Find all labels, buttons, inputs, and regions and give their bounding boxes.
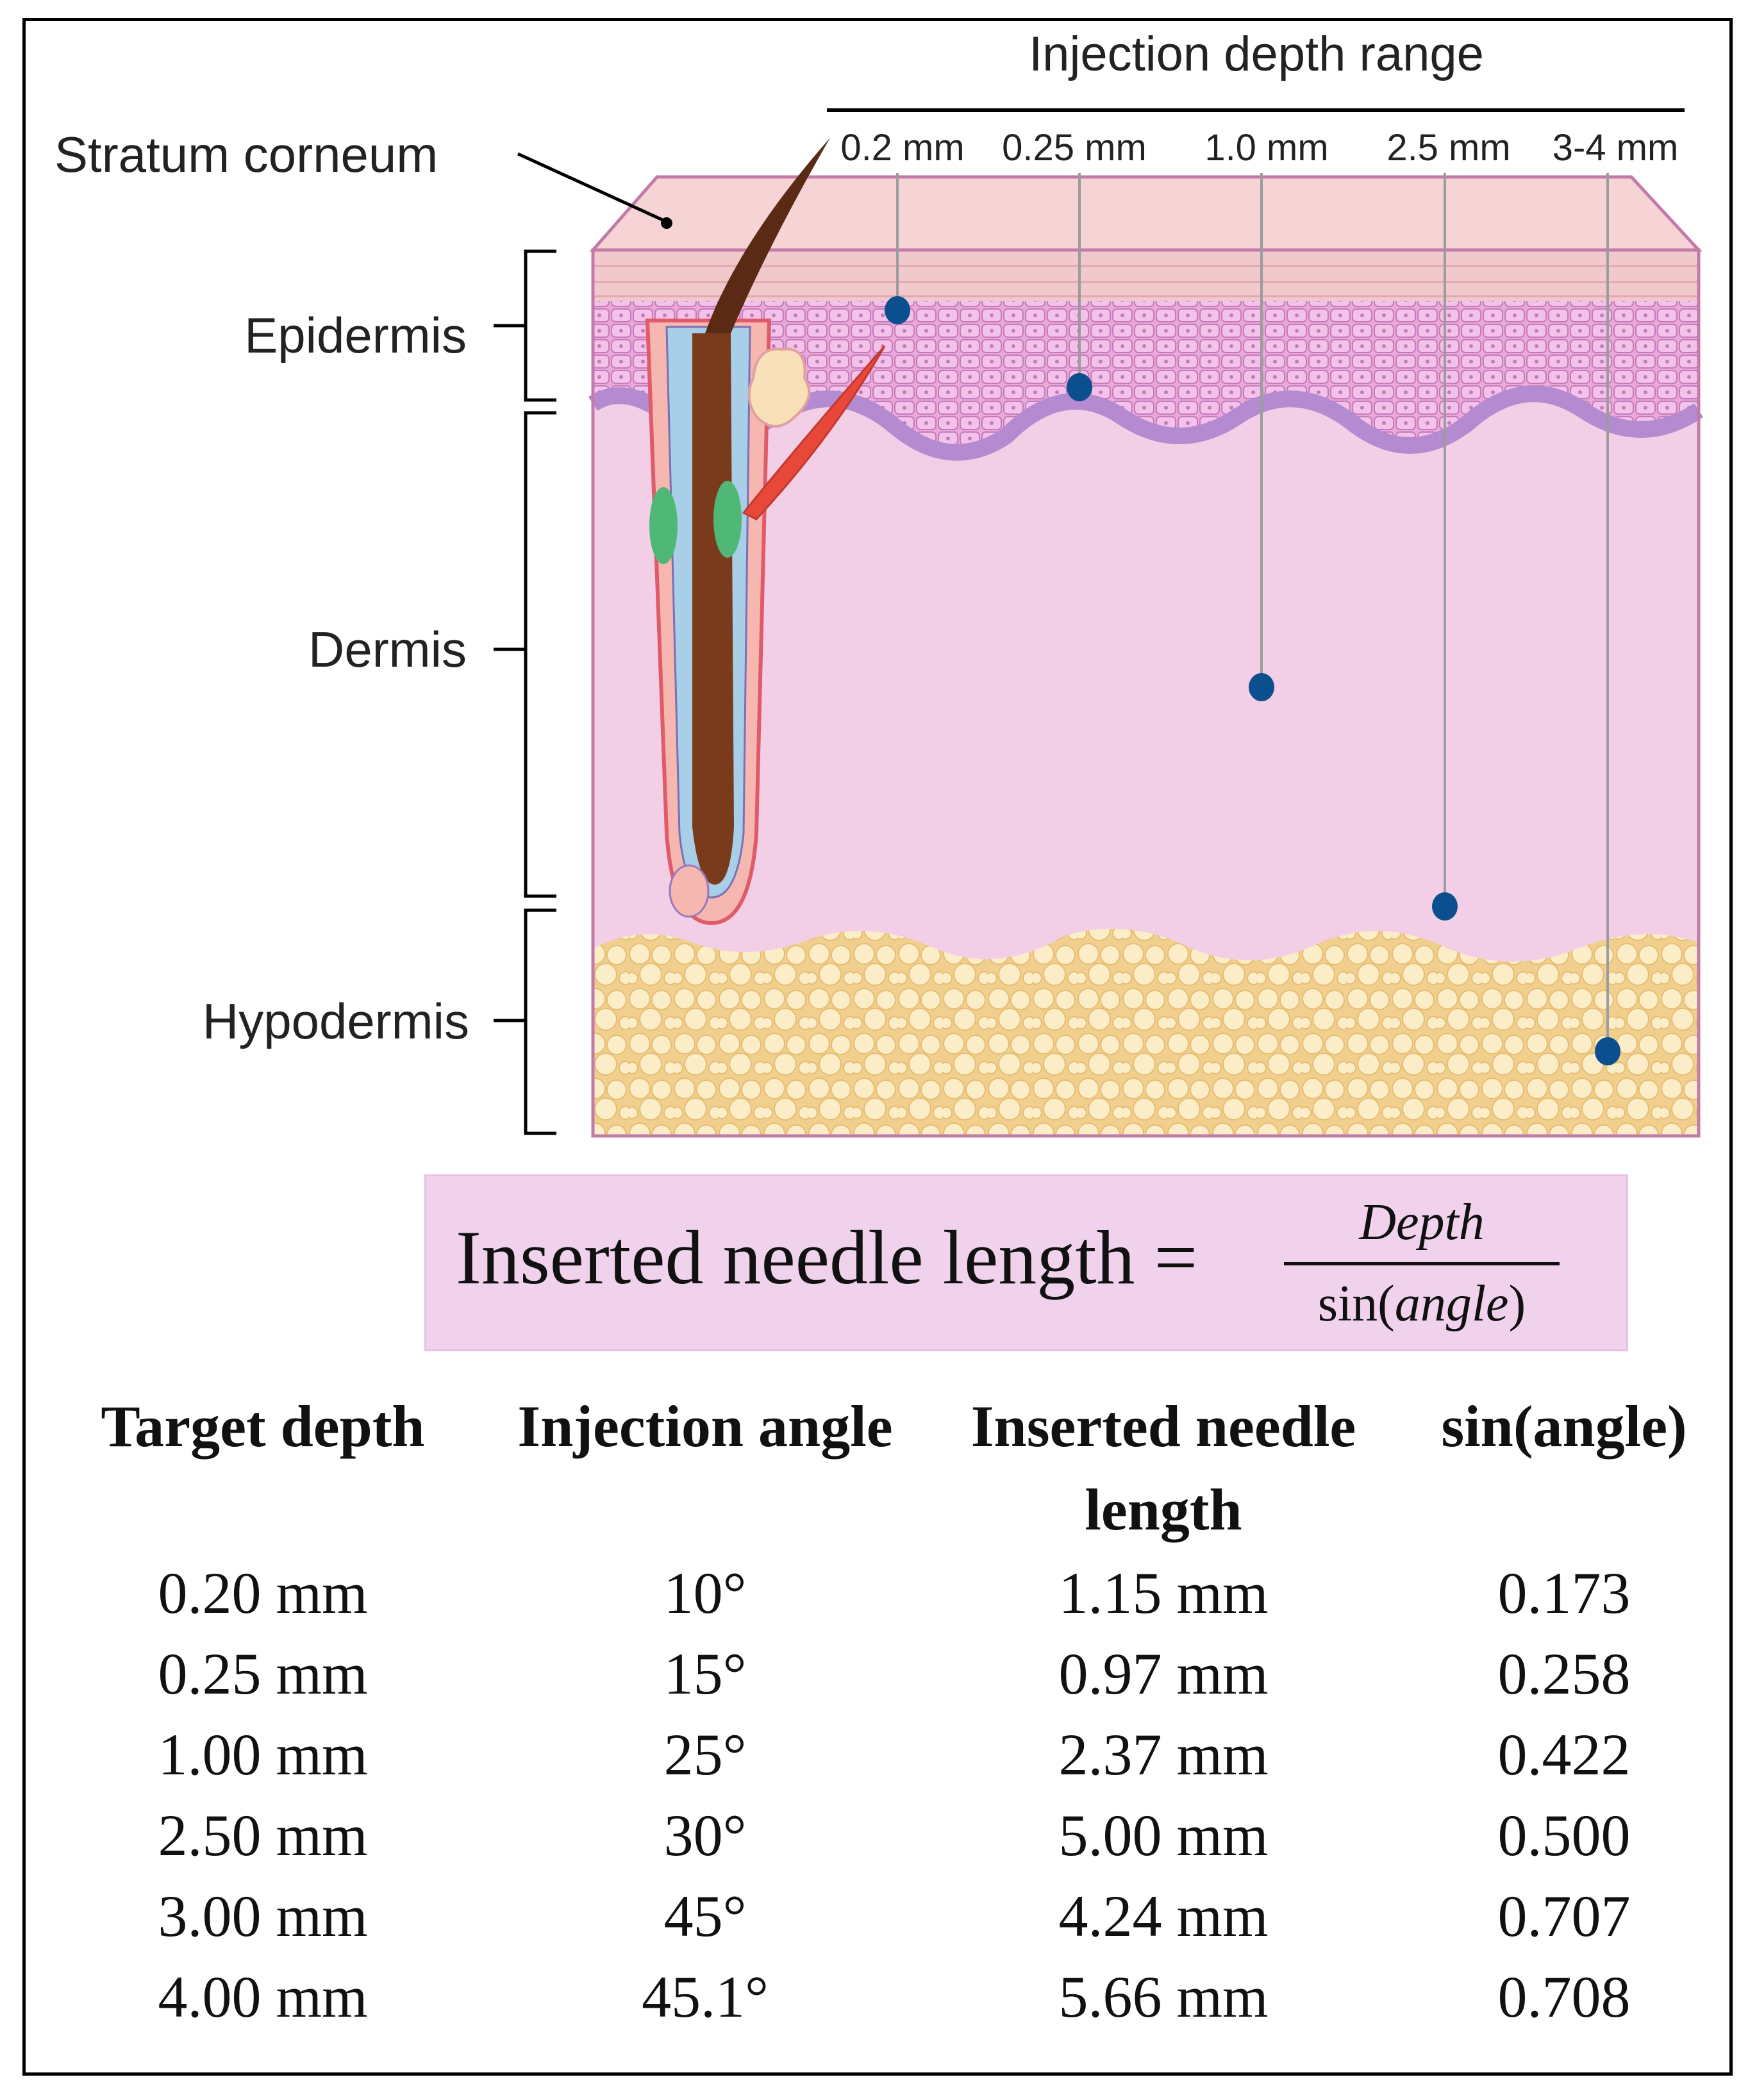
depth-marker-3 xyxy=(1432,892,1458,921)
depth-marker-0 xyxy=(885,296,910,324)
table-header: Target depth Injection angle Inserted ne… xyxy=(38,1385,1718,1551)
skin-diagram: Injection depth range 0.2 mm 0.25 mm 1.0… xyxy=(54,27,1704,1138)
cell-target-depth: 2.50 mm xyxy=(158,1803,368,1868)
cell-injection-angle: 45.1° xyxy=(642,1964,769,2029)
skin-block-outline xyxy=(591,248,1701,1138)
cell-target-depth: 3.00 mm xyxy=(158,1883,368,1949)
header-inserted-needle-length: Inserted needle length xyxy=(970,1394,1356,1542)
formula-denominator-var: angle xyxy=(1394,1276,1509,1332)
label-hypodermis: Hypodermis xyxy=(203,993,469,1049)
table-row: 2.50 mm 30° 5.00 mm 0.500 xyxy=(38,1795,1718,1876)
hair-shaft xyxy=(692,333,734,885)
label-dermis: Dermis xyxy=(308,621,467,678)
depth-marker-4 xyxy=(1595,1037,1620,1065)
hair-strand xyxy=(705,138,830,333)
depth-label-1: 0.25 mm xyxy=(1002,127,1147,169)
cell-needle-length: 2.37 mm xyxy=(1058,1722,1269,1787)
table-row: 1.00 mm 25° 2.37 mm 0.422 xyxy=(38,1714,1718,1795)
table-row: 4.00 mm 45.1° 5.66 mm 0.708 xyxy=(38,1956,1718,2037)
label-epidermis: Epidermis xyxy=(244,307,467,363)
bracket-epidermis xyxy=(524,249,556,402)
cell-sin-angle: 0.500 xyxy=(1497,1803,1631,1868)
cell-target-depth: 0.25 mm xyxy=(158,1641,368,1706)
cell-needle-length: 5.00 mm xyxy=(1058,1803,1269,1868)
cell-injection-angle: 15° xyxy=(663,1641,747,1706)
leader-stratum-corneum-dot xyxy=(661,217,672,229)
cell-sin-angle: 0.708 xyxy=(1497,1964,1631,2029)
cell-needle-length: 4.24 mm xyxy=(1058,1883,1269,1949)
cell-sin-angle: 0.707 xyxy=(1497,1883,1631,1949)
header-injection-angle: Injection angle xyxy=(517,1394,893,1459)
formula-denominator-suffix: ) xyxy=(1508,1276,1526,1332)
depth-range-title: Injection depth range xyxy=(1029,27,1484,81)
cell-sin-angle: 0.422 xyxy=(1497,1722,1631,1787)
cell-injection-angle: 10° xyxy=(663,1560,747,1626)
formula-fraction-bar xyxy=(1284,1262,1560,1265)
depth-label-3: 2.5 mm xyxy=(1386,127,1510,169)
cell-injection-angle: 25° xyxy=(663,1722,747,1787)
depth-label-4: 3-4 mm xyxy=(1553,127,1679,169)
depth-marker-1 xyxy=(1067,373,1092,401)
dermis-layer xyxy=(593,385,1699,962)
cell-sin-angle: 0.258 xyxy=(1497,1641,1631,1706)
header-sin-angle: sin(angle) xyxy=(1441,1394,1687,1459)
cell-needle-length: 1.15 mm xyxy=(1058,1560,1269,1626)
header-target-depth: Target depth xyxy=(101,1394,425,1459)
formula-fraction: Depth sin(angle) xyxy=(1284,1190,1560,1336)
arrector-pili-muscle xyxy=(742,346,886,521)
bulge-left xyxy=(649,487,678,564)
leader-stratum-corneum xyxy=(517,152,668,224)
cell-needle-length: 5.66 mm xyxy=(1058,1964,1269,2029)
depth-label-0: 0.2 mm xyxy=(840,127,964,169)
formula-lhs: Inserted needle length = xyxy=(456,1215,1198,1300)
table-row: 3.00 mm 45° 4.24 mm 0.707 xyxy=(38,1876,1718,1956)
cell-injection-angle: 30° xyxy=(663,1803,747,1868)
table-row: 0.20 mm 10° 1.15 mm 0.173 xyxy=(38,1553,1718,1633)
needle-length-formula: Inserted needle length = Depth sin(angle… xyxy=(424,1174,1628,1351)
cell-injection-angle: 45° xyxy=(663,1883,747,1949)
depth-marker-2 xyxy=(1249,673,1274,701)
stratum-corneum-band xyxy=(593,250,1699,301)
sebaceous-gland xyxy=(747,347,811,428)
table-row: 0.25 mm 15° 0.97 mm 0.258 xyxy=(38,1633,1718,1714)
formula-denominator-prefix: sin( xyxy=(1317,1276,1395,1332)
cell-needle-length: 0.97 mm xyxy=(1058,1641,1269,1706)
epidermis-layer xyxy=(593,301,1699,453)
formula-numerator: Depth xyxy=(1359,1194,1485,1251)
bracket-hypodermis xyxy=(524,908,556,1135)
bracket-dermis xyxy=(524,411,556,898)
formula-denominator: sin(angle) xyxy=(1284,1272,1560,1336)
hair-bulb xyxy=(669,864,710,918)
cell-sin-angle: 0.173 xyxy=(1497,1560,1631,1626)
cell-target-depth: 4.00 mm xyxy=(158,1964,368,2029)
cell-target-depth: 1.00 mm xyxy=(158,1722,368,1787)
bulge-right xyxy=(713,481,742,558)
depth-label-2: 1.0 mm xyxy=(1204,127,1328,169)
label-stratum-corneum: Stratum corneum xyxy=(54,126,438,183)
cell-target-depth: 0.20 mm xyxy=(158,1560,368,1626)
